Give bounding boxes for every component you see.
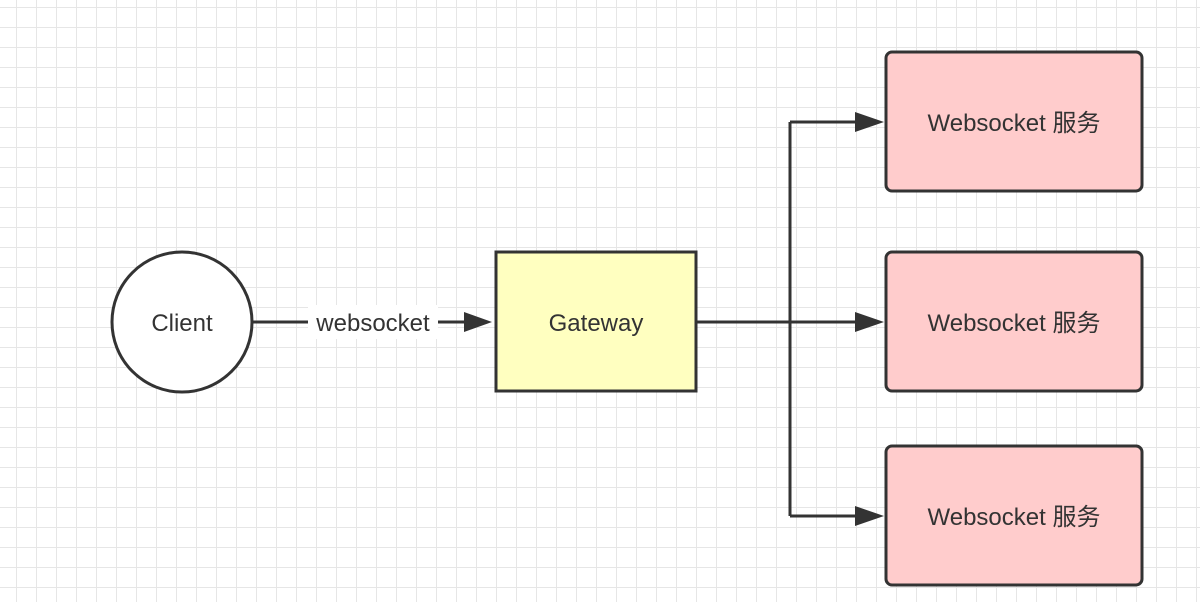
service-node-shape (884, 444, 1144, 587)
service-node-label: Websocket 服务 (928, 110, 1101, 137)
edge-label-background (308, 305, 438, 339)
service-node-shape (884, 50, 1144, 193)
gateway-node-label: Gateway (549, 310, 644, 337)
service-node-label: Websocket 服务 (928, 310, 1101, 337)
arrowhead-icon (855, 112, 884, 132)
client-node-shape (110, 250, 254, 394)
gateway-node-shape (494, 250, 698, 393)
arrowhead-icon (464, 312, 492, 332)
edge-gateway-to-services (696, 112, 884, 526)
arrowhead-icon (855, 506, 884, 526)
service-node-3[interactable]: Websocket 服务 (884, 444, 1144, 587)
service-node-label: Websocket 服务 (928, 504, 1101, 531)
service-node-shape (884, 250, 1144, 393)
arrowhead-icon (855, 312, 884, 332)
service-node-1[interactable]: Websocket 服务 (884, 50, 1144, 193)
gateway-node[interactable]: Gateway (494, 250, 698, 393)
client-node[interactable]: Client (110, 250, 254, 394)
client-node-label: Client (151, 310, 213, 337)
edge-label-websocket: websocket (315, 310, 430, 337)
service-node-2[interactable]: Websocket 服务 (884, 250, 1144, 393)
edge-client-to-gateway: websocket (253, 305, 492, 339)
